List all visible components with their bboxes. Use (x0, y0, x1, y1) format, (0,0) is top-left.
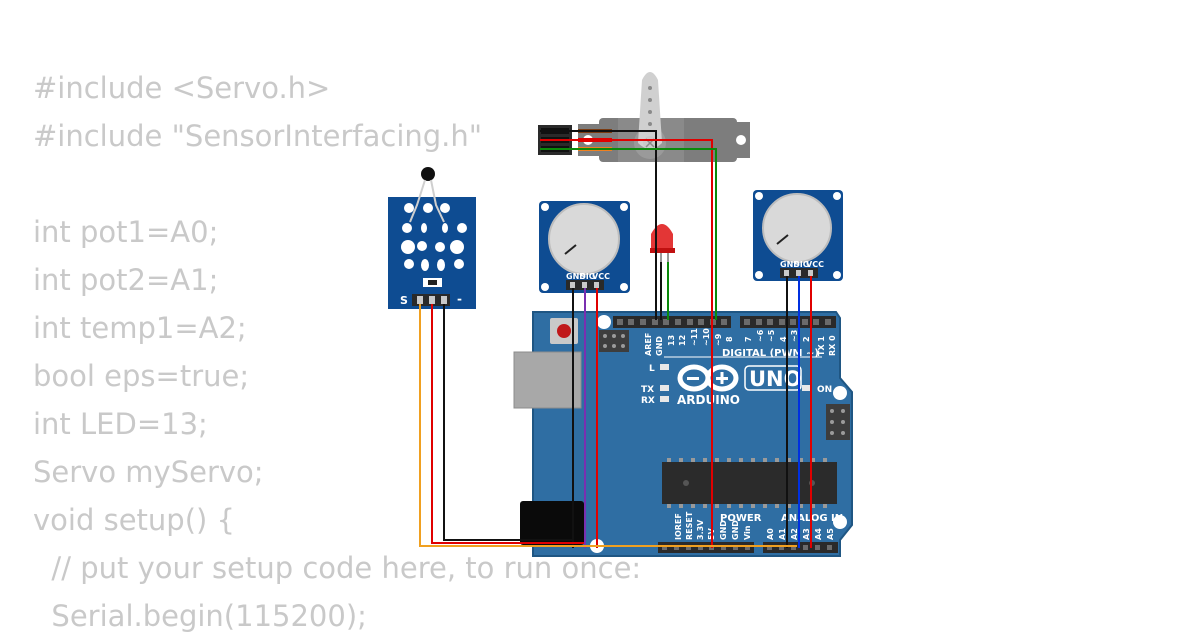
led-l-label: L (649, 364, 655, 374)
led-l (660, 364, 669, 370)
digital-pin-labels: AREF GND 13 12 ~11 ~10 ~9 8 7 ~6 ~5 4 ~3… (644, 328, 837, 356)
thermistor-bead (421, 167, 435, 181)
pin-label: VCC (806, 260, 824, 269)
potentiometer-knob[interactable] (548, 203, 620, 275)
arduino-uno-board[interactable]: AREF GND 13 12 ~11 ~10 ~9 8 7 ~6 ~5 4 ~3… (513, 311, 853, 557)
code-line: int pot2=A1; (33, 263, 219, 297)
led-on (802, 385, 811, 391)
uno-label: UNO (749, 367, 801, 391)
led-tx (660, 385, 669, 391)
pin-label: A1 (778, 528, 787, 540)
pin-label: A0 (766, 528, 775, 540)
code-line: int pot1=A0; (33, 215, 219, 249)
pin-label: GND (780, 260, 800, 269)
mounting-hole (833, 515, 847, 529)
pin-label: TX 1 (817, 336, 826, 356)
pin-label: A2 (790, 528, 799, 540)
pin-label: ~10 (702, 328, 711, 346)
code-line: #include <Servo.h> (33, 71, 331, 105)
pin-label: 2 (802, 336, 811, 342)
analog-pin-labels: A0 A1 A2 A3 A4 A5 (766, 528, 835, 540)
code-line: int temp1=A2; (33, 311, 247, 345)
mounting-hole (597, 315, 611, 329)
power-jack[interactable] (520, 501, 584, 545)
arduino-logo-icon (677, 364, 739, 392)
potentiometer-knob[interactable] (762, 193, 832, 263)
usb-port[interactable] (513, 351, 582, 409)
pin-label: 13 (667, 335, 676, 346)
rx-label: RX (641, 396, 655, 406)
pin-label: 3.3V (696, 519, 705, 540)
pin-label: Vin (743, 525, 752, 540)
ground-pin-label: - (457, 292, 462, 306)
pin-label: RESET (685, 511, 694, 540)
reset-button[interactable] (550, 318, 578, 344)
pin-label: RX 0 (828, 335, 837, 356)
pin-label: 8 (725, 336, 734, 342)
icsp-header-top (599, 330, 629, 352)
pin-label: GND (719, 520, 728, 540)
on-label: ON (817, 385, 832, 395)
pin-label: AREF (644, 333, 653, 356)
pin-label: ~5 (767, 329, 776, 342)
code-line: Servo myServo; (33, 455, 264, 489)
potentiometer-1[interactable]: GND SIG VCC (539, 201, 630, 293)
code-line: bool eps=true; (33, 359, 250, 393)
icsp-header-right (826, 404, 850, 440)
digital-label: DIGITAL (PWM ~) (722, 348, 819, 359)
mounting-hole (833, 386, 847, 400)
power-header[interactable] (658, 542, 754, 553)
atmega-chip (662, 458, 837, 508)
code-editor-text: #include <Servo.h> #include "SensorInterf… (33, 64, 641, 640)
pin-label: 7 (744, 336, 753, 342)
code-line: int LED=13; (33, 407, 208, 441)
pin-label: GND (566, 272, 586, 281)
pin-label: GND (655, 336, 664, 356)
pin-label: SIG (580, 272, 595, 281)
pin-label: GND (731, 520, 740, 540)
pin-label: A3 (802, 528, 811, 540)
pin-label: ~6 (756, 329, 765, 342)
code-line: Serial.begin(115200); (33, 599, 367, 633)
pin-label: A4 (814, 528, 823, 540)
tx-label: TX (641, 385, 654, 395)
code-line: void setup() { (33, 503, 235, 537)
arduino-brand-label: ARDUINO (677, 393, 740, 407)
pin-label: ~9 (714, 333, 723, 346)
red-led[interactable] (650, 224, 675, 262)
pin-label: 4 (779, 336, 788, 342)
pin-label: 12 (678, 335, 687, 346)
led-rx (660, 396, 669, 402)
code-line: // put your setup code here, to run once… (33, 551, 642, 585)
digital-header[interactable] (613, 316, 836, 328)
analog-header[interactable] (763, 542, 838, 553)
signal-pin-label: S (400, 294, 408, 307)
pin-label: ~3 (790, 330, 799, 342)
analog-in-label: ANALOG IN (781, 513, 843, 524)
potentiometer-2[interactable]: GND SIG VCC (753, 190, 843, 281)
wires (419, 130, 812, 548)
pin-label: VCC (592, 272, 610, 281)
pin-label: ~11 (690, 328, 699, 346)
pin-label: A5 (826, 528, 835, 540)
code-line: #include "SensorInterfacing.h" (33, 119, 483, 153)
power-label: POWER (720, 513, 762, 524)
pin-label: IOREF (674, 513, 683, 540)
thermistor-module[interactable]: S - (388, 167, 476, 309)
pin-label: SIG (794, 260, 809, 269)
